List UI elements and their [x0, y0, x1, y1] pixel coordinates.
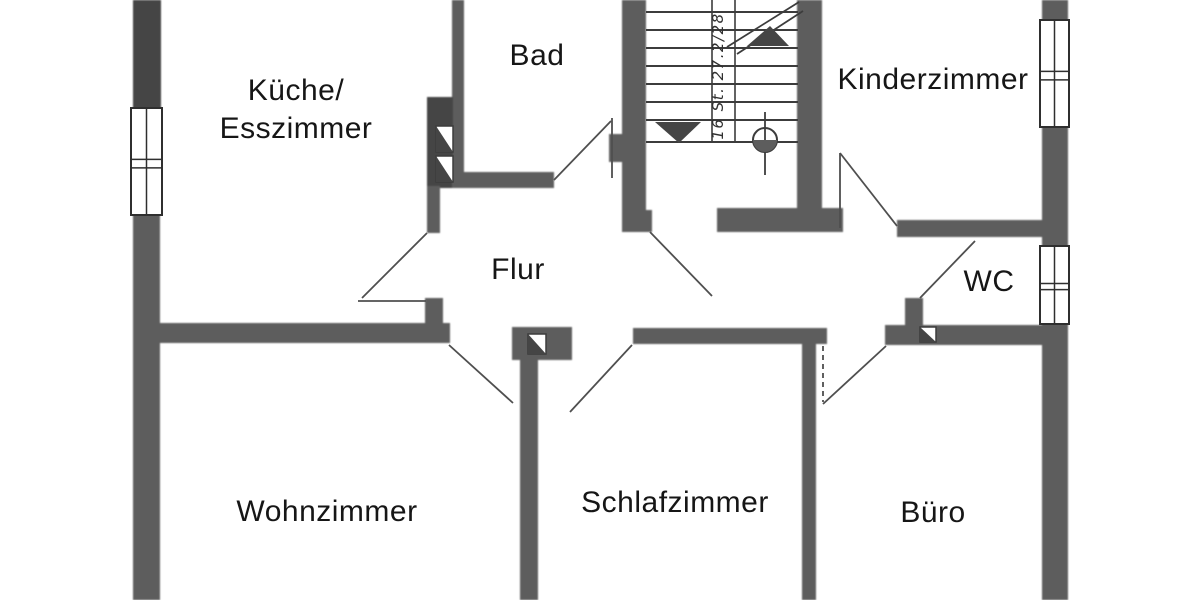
stair-up-arrow [747, 26, 789, 46]
bad-shaft-hatch-1 [435, 125, 454, 153]
kinderzimmer-south-wall [897, 220, 1043, 237]
kueche-door-jamb [425, 298, 443, 325]
room-label-schlafzimmer: Schlafzimmer [581, 486, 769, 519]
stair-newel-halfdisk [753, 140, 777, 152]
stair-south-wall [717, 208, 843, 232]
bad-shaft-hatch-1-triangle [436, 126, 453, 152]
wohnzimmer-schlafzimmer-divider [520, 360, 538, 600]
room-label-kueche-esszimmer: Küche/ Esszimmer [220, 72, 373, 148]
room-label-kueche-line1: Küche/ [247, 74, 345, 107]
kueche-bad-divider-wall [452, 0, 464, 180]
entry-door-swing [649, 231, 713, 297]
kueche-flur-corner-wall [427, 186, 440, 233]
stair-up-run-line-0 [726, 1, 800, 48]
schlafzimmer-shaft-hatch [527, 333, 547, 355]
bad-south-wall [452, 172, 554, 188]
left-wall-bottom [133, 214, 160, 600]
schlafzimmer-shaft-hatch-triangle [528, 334, 546, 354]
bad-shaft-hatch-2 [435, 155, 454, 183]
room-label-bad: Bad [509, 39, 565, 72]
stair-west-wall-foot [622, 210, 652, 232]
stair-east-wall [797, 0, 822, 210]
bad-door-swing [553, 120, 612, 181]
wc-door-swing [919, 240, 976, 299]
room-label-kinderzimmer: Kinderzimmer [837, 63, 1029, 96]
wc-window [1039, 245, 1070, 325]
wc-south-wall [885, 325, 1042, 345]
room-label-buero: Büro [900, 496, 966, 529]
kueche-window [130, 107, 163, 216]
schlafzimmer-buero-divider [802, 344, 816, 600]
kueche-door-swing [361, 232, 428, 299]
bad-shaft-hatch-2-triangle [436, 156, 453, 182]
wc-shaft-hatch [919, 326, 937, 343]
room-label-flur: Flur [491, 253, 545, 286]
room-label-kueche-line2: Esszimmer [219, 112, 373, 145]
stair-annotation: 16 St. 27.2/28 [709, 12, 727, 140]
buero-door-swing [822, 345, 887, 405]
room-label-wohnzimmer: Wohnzimmer [236, 495, 418, 528]
stair-west-wall [622, 0, 646, 212]
stair-down-arrow [655, 122, 701, 143]
schlafzimmer-north-wall [633, 328, 827, 344]
wohnzimmer-door-swing [448, 344, 514, 404]
kinderzimmer-window [1039, 19, 1070, 128]
wc-west-jamb [905, 298, 923, 328]
wc-shaft-hatch-triangle [920, 327, 936, 342]
kinderzimmer-door-swing [839, 152, 898, 227]
schlafzimmer-door-swing [569, 344, 633, 413]
wohnzimmer-north-wall [148, 323, 450, 343]
left-wall-top [133, 0, 161, 110]
room-label-wc: WC [963, 265, 1015, 298]
staircase-group [646, 0, 804, 175]
